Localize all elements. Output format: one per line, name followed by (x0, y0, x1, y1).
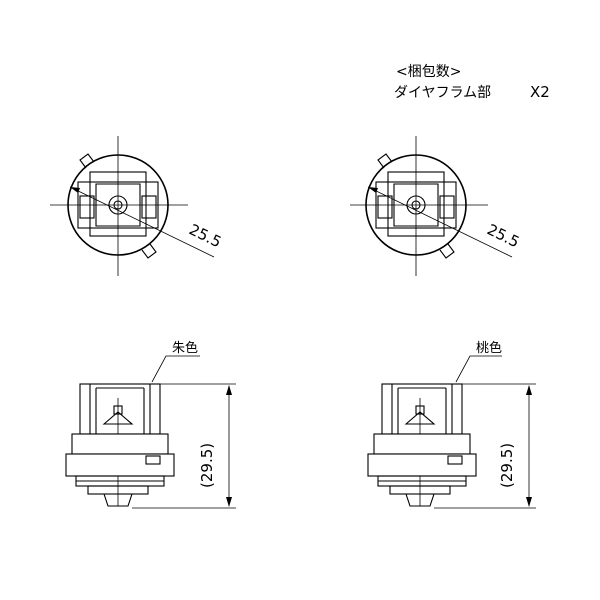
base-notch (145, 455, 161, 465)
side-view-left: 朱色 (29.5) (65, 340, 236, 509)
right-slot (439, 195, 455, 219)
tab-bottom-right (141, 243, 157, 259)
arrow-bottom (526, 497, 532, 507)
inner-bracket (393, 183, 439, 227)
height-dimension: (29.5) (198, 443, 216, 488)
part-name: ダイヤフラム部 (394, 85, 491, 101)
inner-frame-2 (387, 171, 445, 237)
arrowhead (70, 187, 80, 193)
inner-bracket (95, 183, 141, 227)
hub-center (113, 200, 123, 210)
arrowhead (368, 187, 378, 193)
inner-frame (375, 181, 457, 229)
arrow-bottom (226, 497, 232, 507)
base-notch (447, 455, 463, 465)
packaging-heading: <梱包数> (396, 64, 461, 80)
right-slot (141, 195, 157, 219)
inner-frame (77, 181, 159, 229)
outer-ring (67, 154, 169, 256)
base-body (367, 453, 477, 477)
left-slot (79, 195, 95, 219)
cage-body (381, 383, 463, 435)
tab-bottom-right (439, 243, 455, 259)
hub-center (411, 200, 421, 210)
tab-top-left (79, 153, 95, 169)
height-dimension: (29.5) (498, 443, 516, 488)
base-body (65, 453, 175, 477)
arrow-top (526, 385, 532, 395)
color-label: 桃色 (476, 340, 502, 356)
diaphragm-lower (389, 485, 451, 495)
arrow-top (226, 385, 232, 395)
side-view-right: 桃色 (29.5) (367, 340, 536, 509)
inner-frame-2 (89, 171, 147, 237)
left-slot (377, 195, 393, 219)
base-flange (71, 433, 169, 455)
hub-ring (406, 195, 426, 215)
cage-body (79, 383, 161, 435)
color-leader (455, 355, 502, 383)
top-view-right: 25.5 (350, 136, 522, 276)
tab-top-left (377, 153, 393, 169)
bottom-tip (405, 493, 435, 507)
diaphragm-lower (87, 485, 149, 495)
packaging-note: <梱包数> ダイヤフラム部 X2 (394, 64, 550, 101)
top-view-left: 25.5 (50, 136, 224, 276)
diameter-leader (69, 186, 215, 258)
quantity: X2 (530, 83, 550, 101)
base-flange (373, 433, 471, 455)
outer-ring (365, 154, 467, 256)
diameter-leader (367, 186, 513, 258)
bottom-tip (103, 493, 133, 507)
color-leader (151, 355, 200, 383)
hub-ring (108, 195, 128, 215)
color-label: 朱色 (172, 340, 198, 356)
